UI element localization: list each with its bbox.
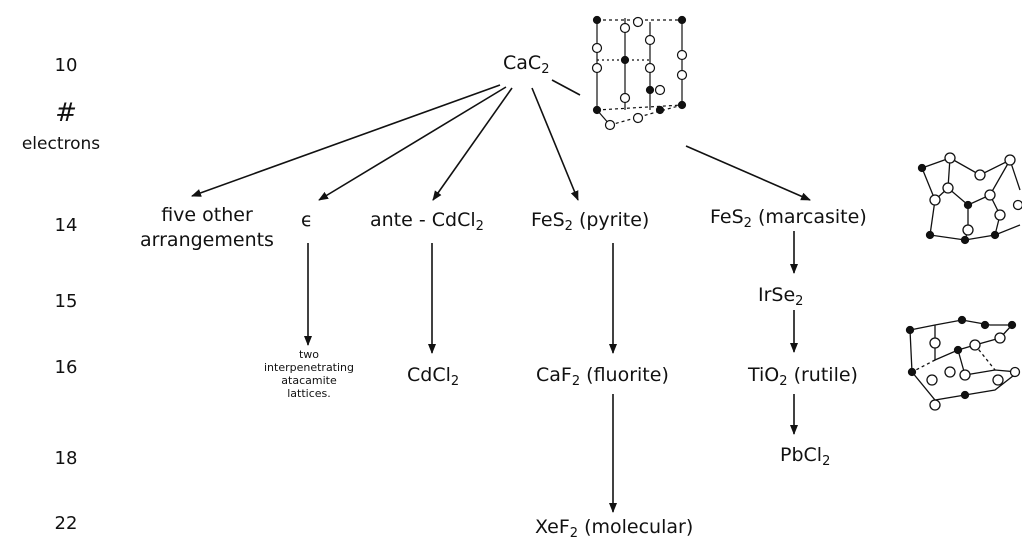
line-cac2-to-crystal	[552, 80, 580, 95]
axis-level-10: 10	[46, 55, 86, 76]
node-fes2-pyrite: FeS2 (pyrite)	[531, 209, 649, 238]
node-caf2-fluorite: CaF2 (fluorite)	[536, 364, 669, 393]
axis-level-15: 15	[46, 291, 86, 312]
arrow-to-epsilon	[319, 87, 506, 200]
node-tio2-rutile: TiO2 (rutile)	[748, 364, 858, 393]
axis-level-22: 22	[46, 513, 86, 534]
axis-level-18: 18	[46, 448, 86, 469]
node-two-interpenetrating-atacamite-lattices: two interpenetrating atacamite lattices.	[255, 348, 363, 400]
node-cdcl2: CdCl2	[407, 364, 459, 393]
node-irse2: IrSe2	[758, 284, 803, 313]
rutile-structure-image	[907, 317, 1020, 411]
node-xef2-molecular: XeF2 (molecular)	[535, 516, 693, 545]
cac2-crystal-structure-image	[593, 17, 687, 130]
axis-electrons-label: electrons	[1, 134, 121, 154]
axis-level-14: 14	[46, 215, 86, 236]
axis-hash-symbol: #	[46, 98, 86, 128]
node-fes2-marcasite: FeS2 (marcasite)	[710, 206, 867, 235]
axis-level-16: 16	[46, 357, 86, 378]
arrow-to-five-other	[192, 85, 500, 196]
arrow-to-pyrite	[532, 88, 578, 200]
node-ante-cdcl2: ante - CdCl2	[370, 209, 484, 238]
node-five-other-arrangements: five other arrangements	[140, 203, 274, 253]
node-pbcl2: PbCl2	[780, 444, 830, 473]
node-epsilon: ϵ	[301, 209, 313, 231]
node-cac2: CaC2	[503, 52, 549, 81]
marcasite-structure-image	[919, 153, 1022, 244]
arrow-to-marcasite	[686, 146, 810, 200]
